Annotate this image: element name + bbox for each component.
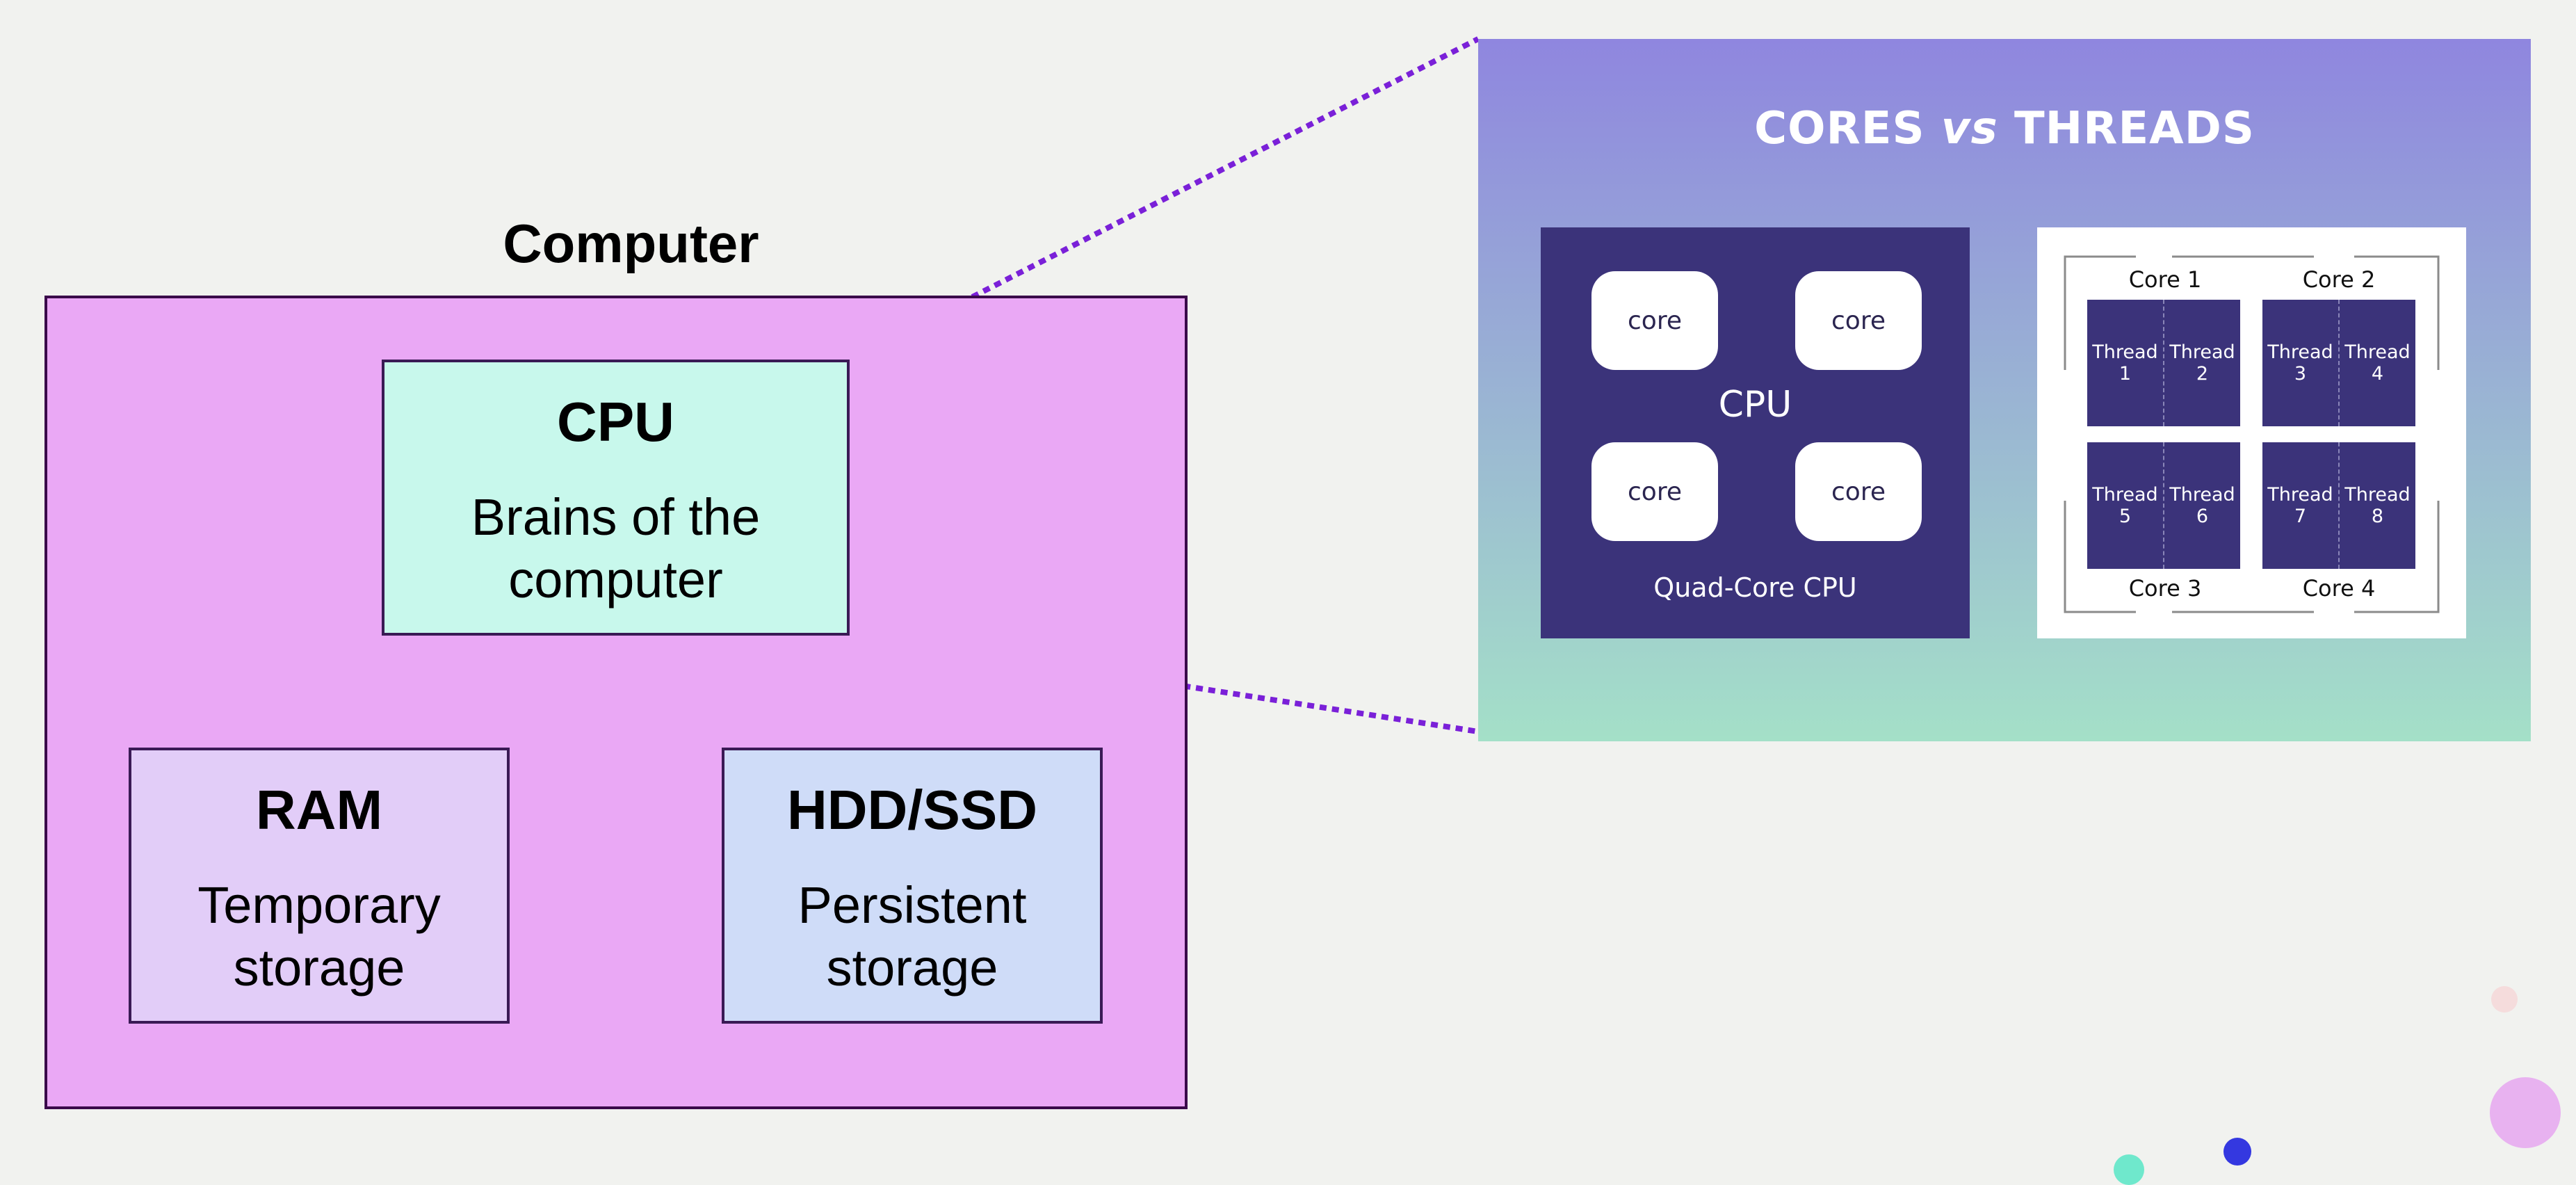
ram-title: RAM [255,779,383,841]
core-label-4: Core 4 [2302,575,2376,602]
quad-core-caption: Quad-Core CPU [1653,572,1857,603]
thread-number: 4 [2371,363,2384,385]
thread-number: 7 [2294,506,2307,527]
hdd-title: HDD/SSD [786,779,1038,841]
core-pill-3: core [1591,442,1718,541]
thread-number: 2 [2196,363,2209,385]
panel-title: CORES vs THREADS [1478,103,2531,154]
panel-title-vs: vs [1941,103,1998,154]
thread-number: 1 [2119,363,2132,385]
hdd-desc-line2: storage [826,939,998,997]
core-pill-2: core [1795,271,1922,370]
hdd-description: Persistent storage [797,874,1026,999]
decor-dot-pink-large [2490,1077,2561,1148]
hdd-desc-line1: Persistent [797,876,1027,934]
core-pill-4: core [1795,442,1922,541]
hdd-box: HDD/SSD Persistent storage [722,748,1103,1024]
decor-dot-pink-small [2491,986,2518,1013]
thread-word: Thread [2169,341,2235,363]
decor-dot-blue [2223,1138,2251,1166]
threads-frame-top-right [2354,255,2440,370]
thread-word: Thread [2092,484,2158,506]
decor-dot-teal [2114,1154,2144,1185]
panel-title-cores: CORES [1754,103,1925,154]
threads-frame [2064,255,2440,613]
cpu-box: CPU Brains of the computer [382,360,850,636]
core-label-1: Core 1 [2128,266,2202,293]
thread-word: Thread [2092,341,2158,363]
cpu-description: Brains of the computer [471,486,760,611]
threads-card [2037,227,2466,638]
computer-title: Computer [503,213,759,274]
core-pill-1: core [1591,271,1718,370]
thread-number: 5 [2119,506,2132,527]
threads-frame-bottom-left [2064,501,2136,613]
ram-description: Temporary storage [197,874,441,999]
cpu-title: CPU [557,391,674,453]
ram-desc-line1: Temporary [197,876,441,934]
thread-word: Thread [2344,341,2411,363]
threads-frame-top-left [2064,255,2136,370]
ram-box: RAM Temporary storage [129,748,510,1024]
cpu-desc-line2: computer [508,551,723,608]
quad-cpu-label: CPU [1718,384,1792,426]
thread-number: 8 [2371,506,2384,527]
thread-number: 6 [2196,506,2209,527]
core-label-3: Core 3 [2128,575,2202,602]
panel-title-threads: THREADS [2014,103,2255,154]
thread-number: 3 [2294,363,2307,385]
threads-frame-bottom-right [2354,501,2440,613]
core-label-2: Core 2 [2302,266,2376,293]
thread-word: Thread [2267,341,2333,363]
cpu-desc-line1: Brains of the [471,488,761,546]
ram-desc-line2: storage [233,939,405,997]
thread-word: Thread [2169,484,2235,506]
thread-word: Thread [2267,484,2333,506]
thread-word: Thread [2344,484,2411,506]
